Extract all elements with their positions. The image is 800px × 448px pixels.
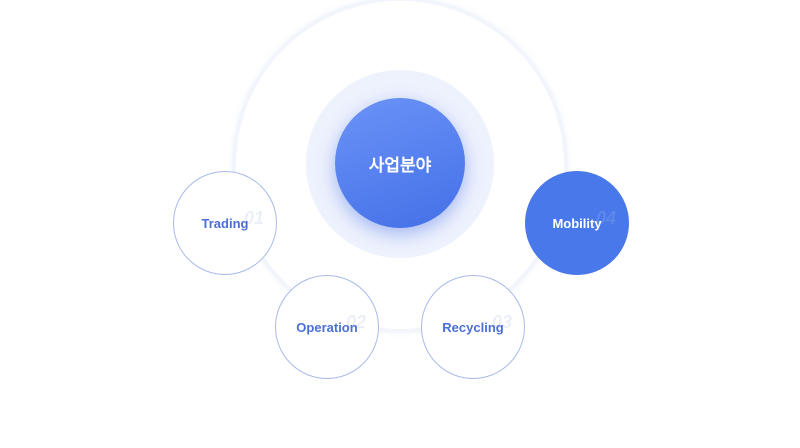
node-number: 02 xyxy=(345,312,366,332)
node-number: 01 xyxy=(243,208,264,228)
connector-arc xyxy=(232,0,568,333)
center-circle: 사업분야 xyxy=(335,98,465,228)
node-label: Mobility xyxy=(552,215,602,231)
center-label: 사업분야 xyxy=(368,155,432,175)
node-number: 04 xyxy=(595,208,616,228)
node-label: Operation xyxy=(296,319,358,335)
node-label: Recycling xyxy=(442,319,504,335)
node-number: 03 xyxy=(491,312,512,332)
node-label: Trading xyxy=(201,215,249,231)
